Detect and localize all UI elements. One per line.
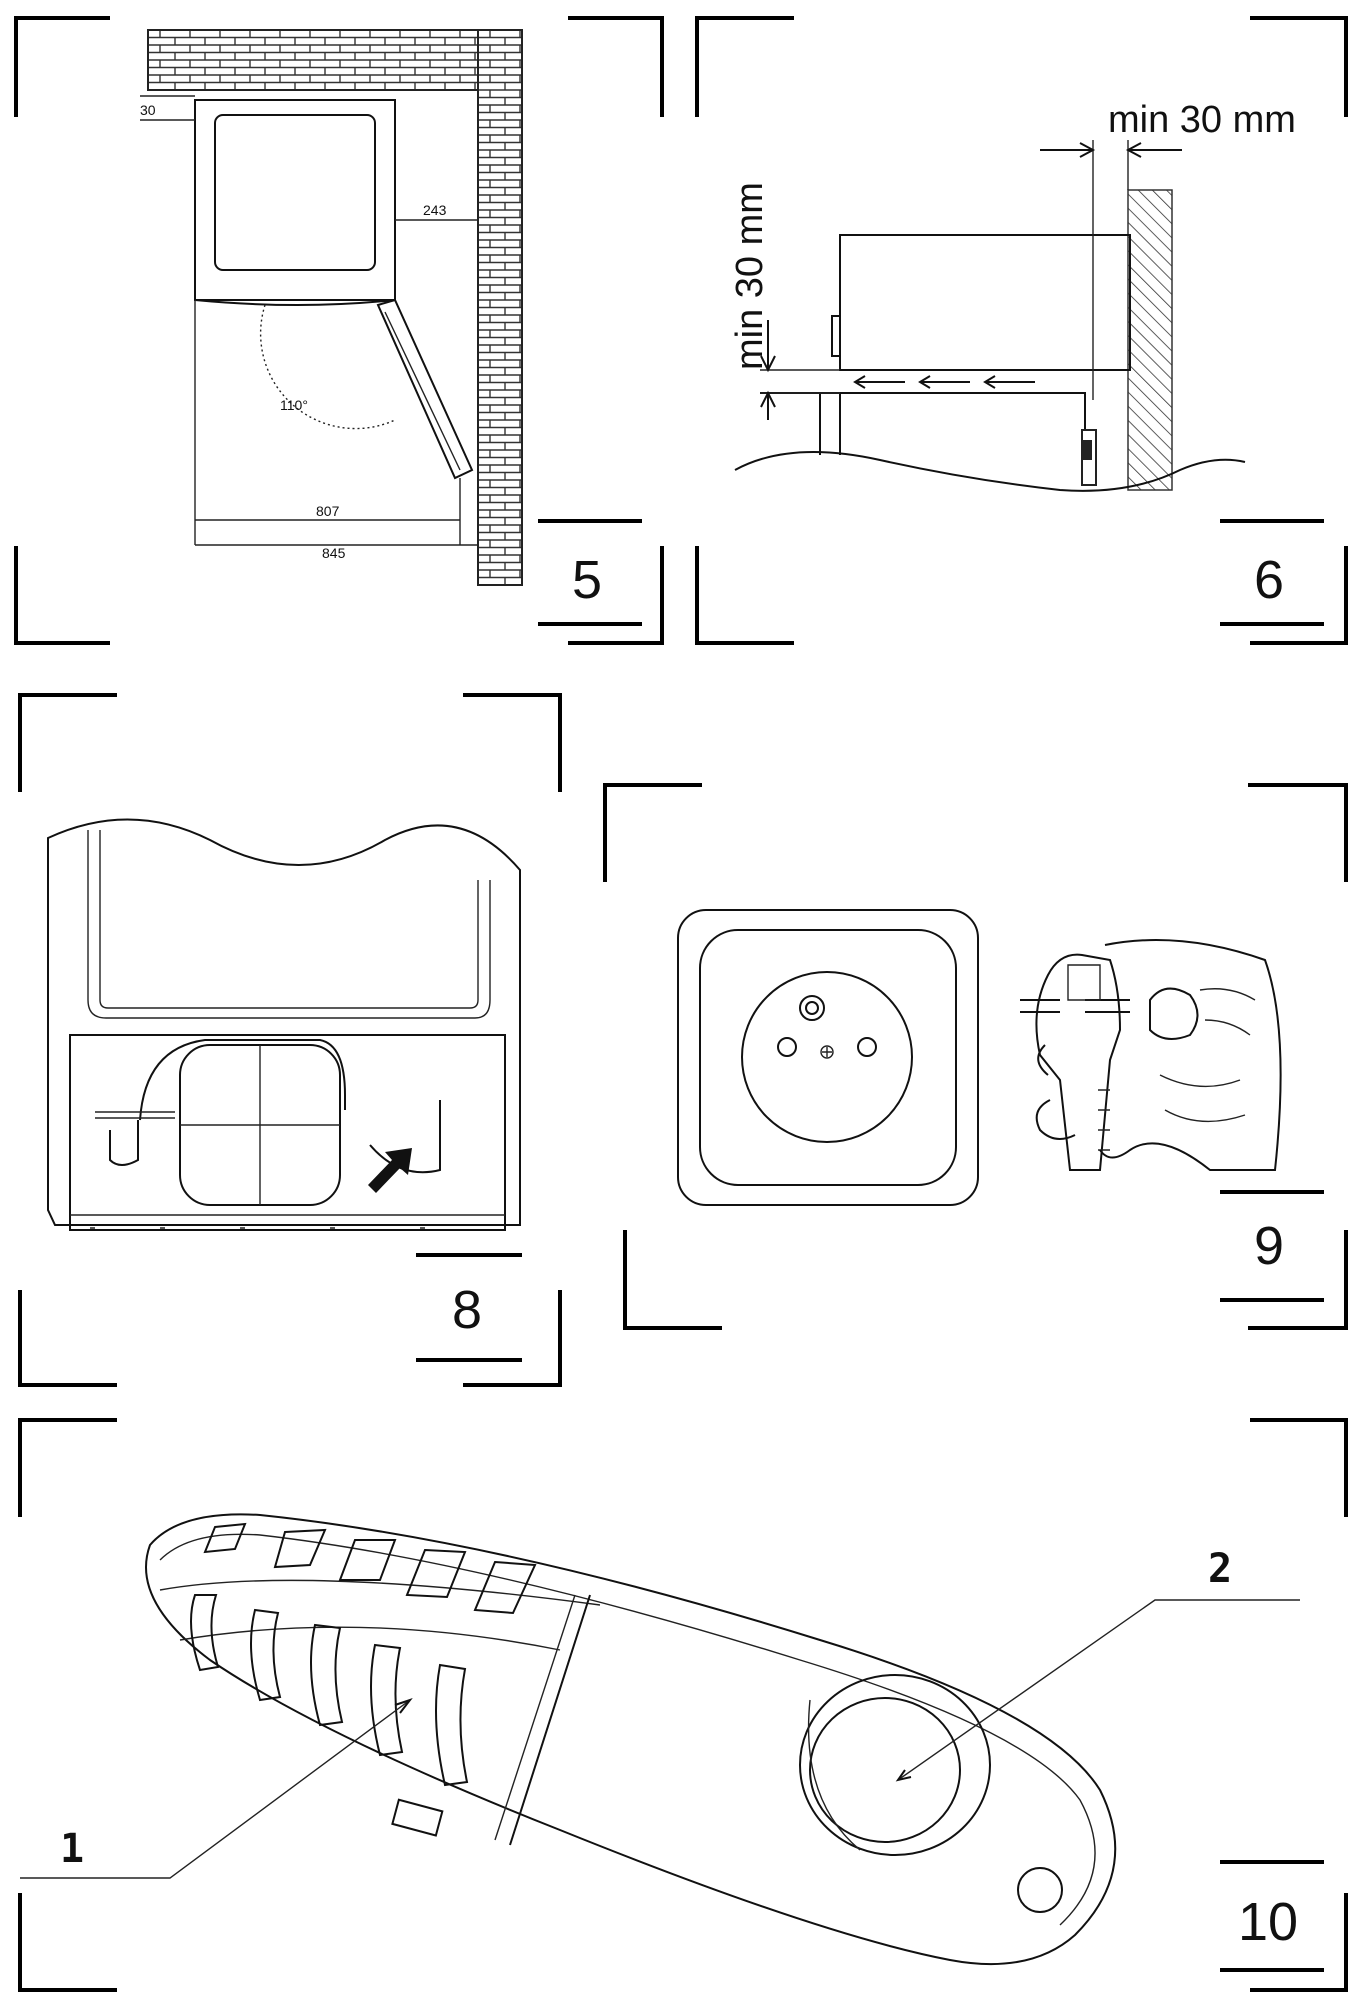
- appliance-top-view: [194, 99, 474, 480]
- appliance-rear-view: [47, 818, 521, 1226]
- dimension-lines: [140, 95, 479, 585]
- callout-2: 2: [1208, 1546, 1232, 1592]
- dim-top-gap: 30: [140, 102, 156, 118]
- side-clearance-marker: [1040, 140, 1182, 400]
- mounting-hole: [1017, 1867, 1063, 1913]
- callout-leaders: [20, 1599, 1300, 1879]
- grille-component: [145, 1513, 1117, 1966]
- compressor: [95, 1039, 441, 1206]
- dim-width-outer: 845: [322, 545, 346, 561]
- clearance-side-label: min 30 mm: [1108, 99, 1296, 141]
- dim-side-gap: 243: [423, 202, 447, 218]
- round-knob: [799, 1674, 991, 1856]
- figure-number-9: 9: [1254, 1216, 1284, 1276]
- panel-6-frame: [695, 16, 1348, 645]
- plug-in-hand: [1020, 939, 1282, 1171]
- dim-width-inner: 807: [316, 503, 340, 519]
- base-cabinet: [760, 392, 1086, 478]
- panel-9-frame: [603, 783, 1348, 1330]
- wall-socket: [677, 909, 979, 1206]
- figure-number-10: 10: [1238, 1892, 1298, 1952]
- vent-slots-top: [203, 1522, 537, 1615]
- vent-slots-bottom: [190, 1594, 469, 1787]
- panel-10-handle-detail: 1 2 10: [18, 1418, 1348, 1992]
- clearance-bottom-label: min 30 mm: [729, 182, 771, 370]
- panel-9-socket-plug: 9: [603, 783, 1348, 1330]
- panel-5-installation-plan: 30 243 110° 807 845 5: [14, 16, 664, 645]
- appliance-side-view: [839, 234, 1131, 371]
- figure-number-6: 6: [1254, 550, 1284, 610]
- airflow-arrows: [853, 375, 1035, 389]
- panel-8-compressor: 8: [18, 693, 562, 1387]
- figure-number-8: 8: [452, 1280, 482, 1340]
- dim-door-angle: 110°: [280, 397, 308, 413]
- floor-line: [734, 451, 1246, 492]
- panel-10-frame: [18, 1418, 1348, 1992]
- brick-wall: [147, 29, 523, 586]
- panel-8-frame: [18, 693, 562, 1387]
- panel-6-clearance: min 30 mm min 30 mm 6: [695, 16, 1348, 645]
- drain-arrow: [368, 1148, 412, 1193]
- callout-1: 1: [60, 1826, 84, 1872]
- bottom-clearance-marker: [760, 320, 840, 420]
- figure-number-5: 5: [572, 550, 602, 610]
- rear-wall: [1127, 189, 1173, 491]
- panel-5-frame: [14, 16, 664, 645]
